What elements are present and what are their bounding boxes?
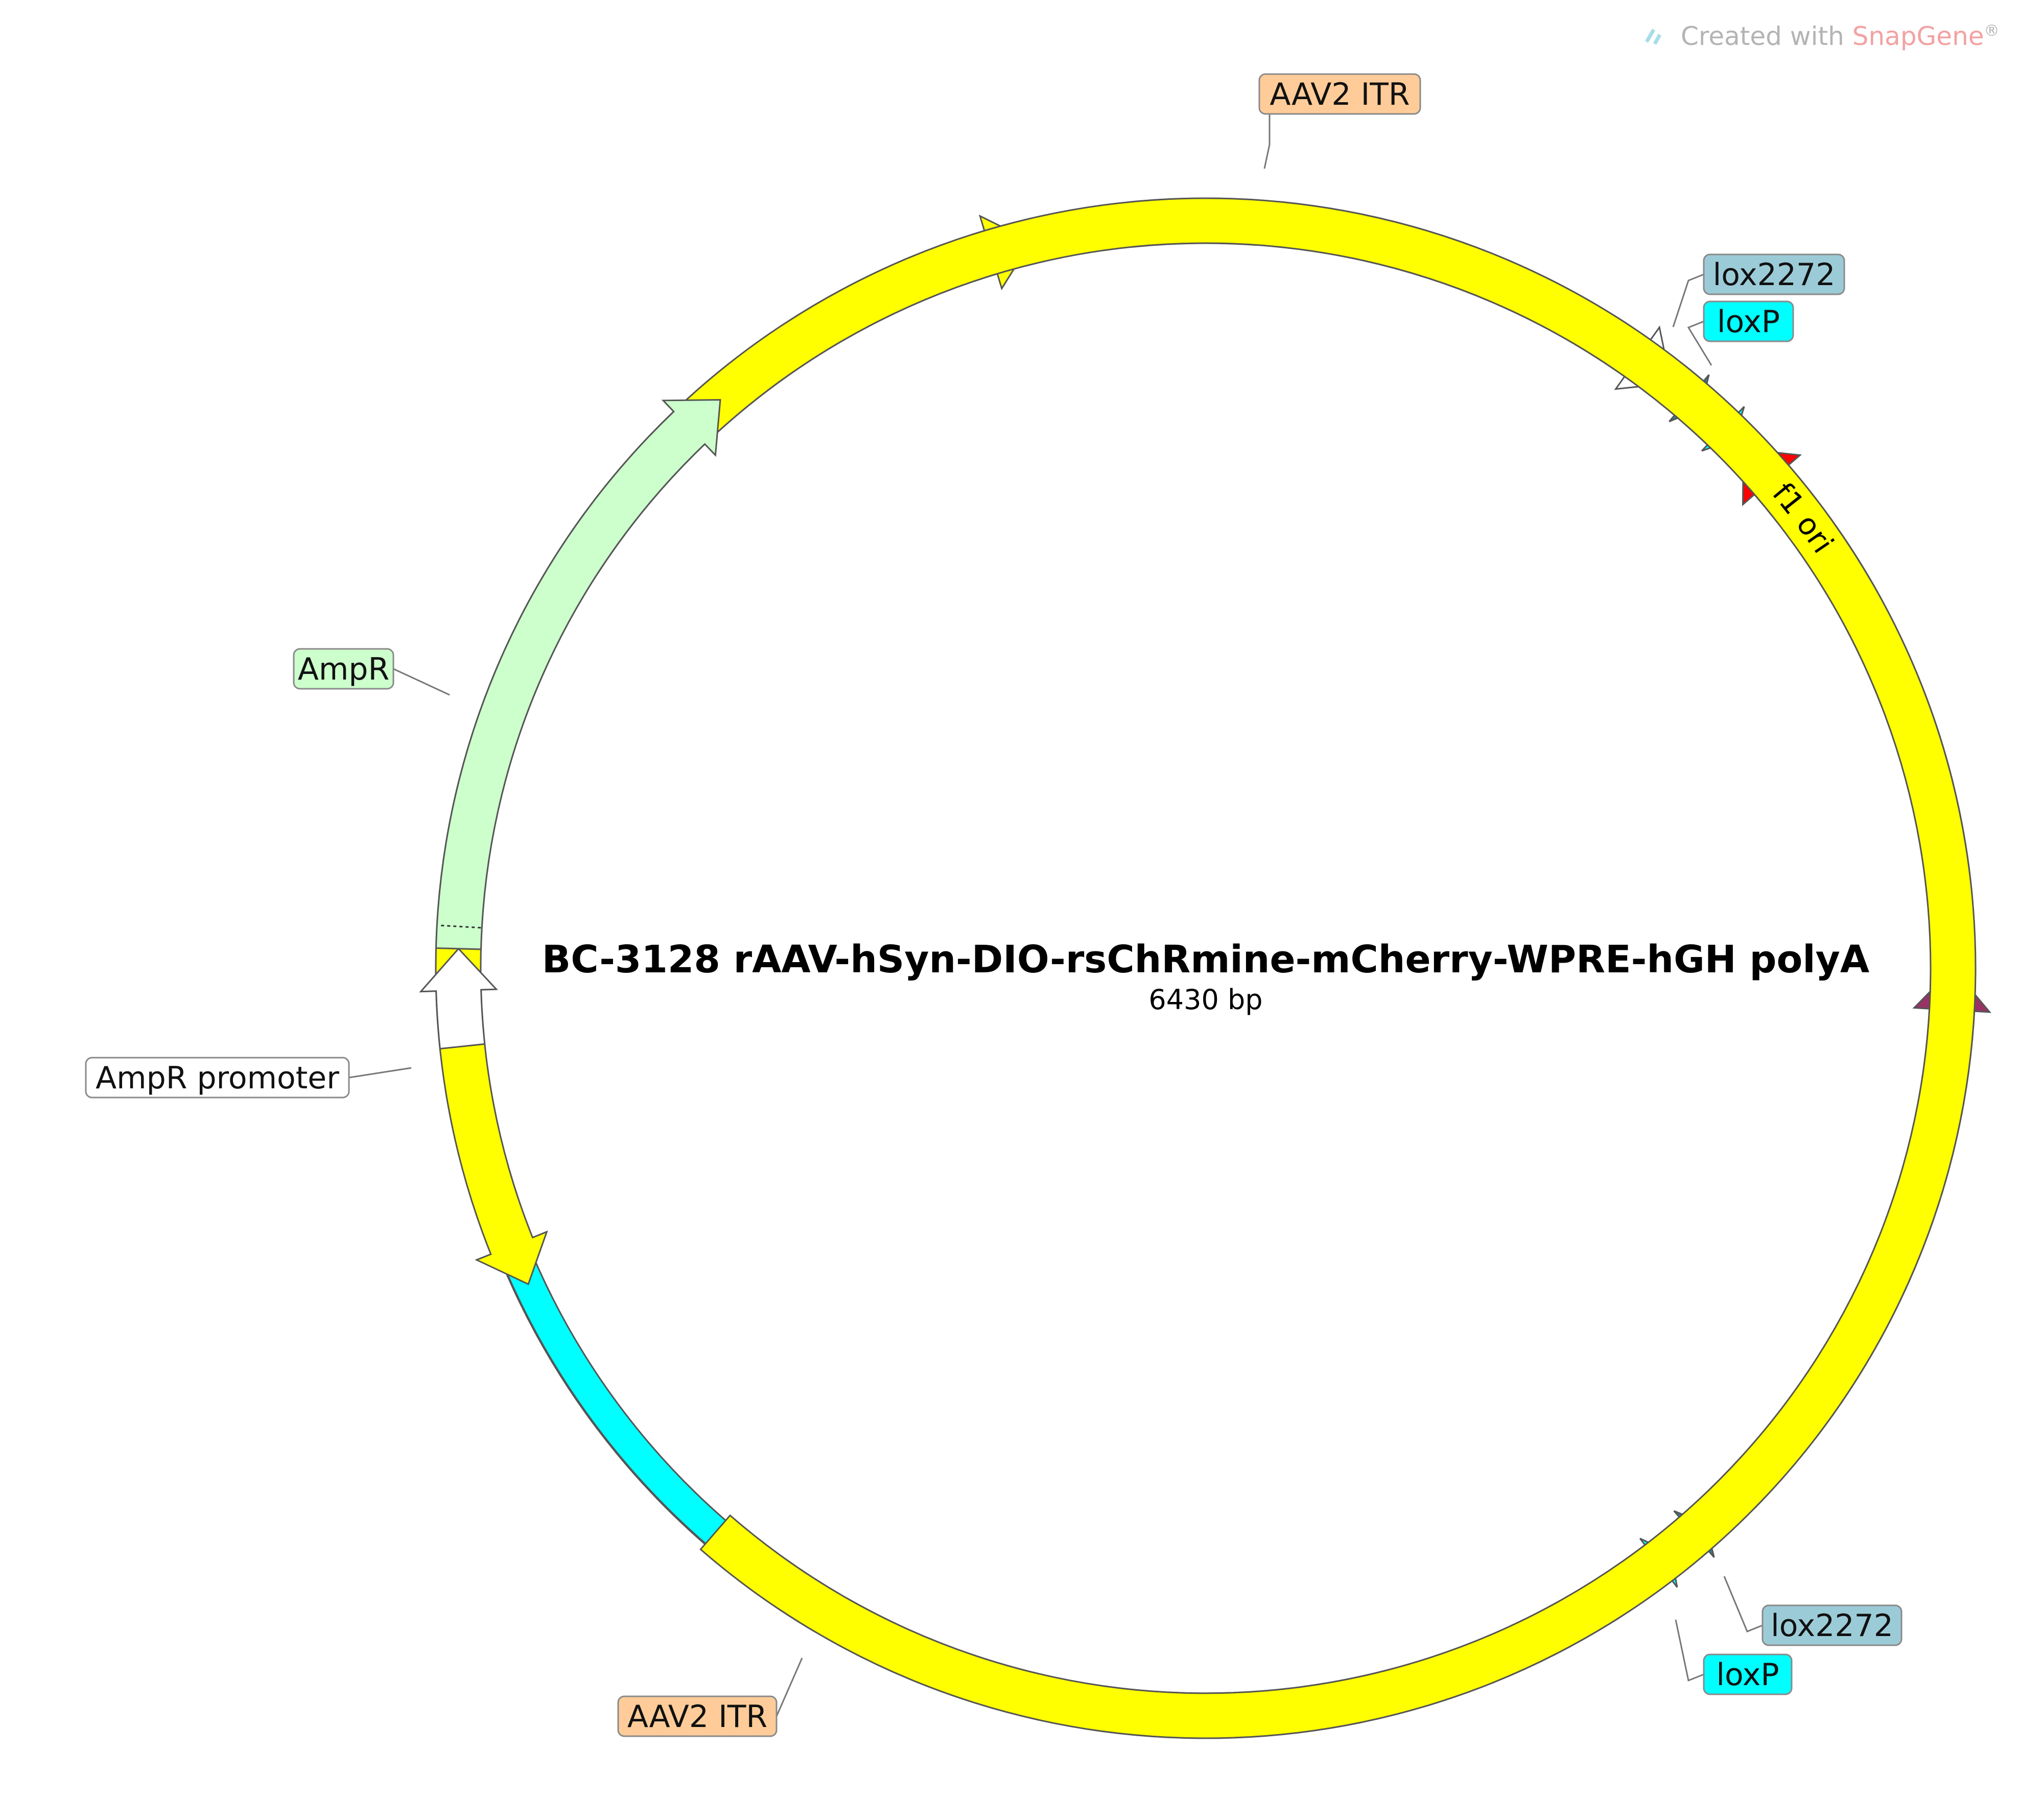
feature-labels: AAV2 ITR lox2272 loxP AmpR AmpR promoter lox2… [85, 73, 1902, 1737]
leader-line [1675, 1619, 1704, 1682]
feature-ampr[interactable] [435, 399, 721, 950]
ampr-dotted-marker [438, 924, 481, 929]
watermark-brand: SnapGene [1852, 21, 1984, 51]
watermark-prefix: Created with [1681, 21, 1852, 51]
f1ori-shape [435, 197, 1977, 1739]
lbl-loxp-top[interactable]: loxP [1703, 300, 1794, 342]
plasmid-length: 6430 bp [1148, 984, 1262, 1016]
label-box [1761, 1604, 1902, 1646]
ampr-promoter-shape [419, 947, 498, 1050]
leader-line [1263, 114, 1271, 169]
label-text: lox2272 [1713, 257, 1836, 293]
label-text: AmpR promoter [96, 1060, 339, 1096]
leader-line [348, 1067, 412, 1079]
svg-text:Created with SnapGene®: Created with SnapGene® [1681, 21, 2000, 51]
leader-lines [348, 114, 1763, 1717]
lbl-itr-bot[interactable]: AAV2 ITR [617, 1695, 778, 1737]
lbl-ampr[interactable]: AmpR [293, 648, 394, 690]
label-text: lox2272 [1771, 1608, 1893, 1644]
lbl-ampr-promoter[interactable]: AmpR promoter [85, 1057, 350, 1099]
label-box [1703, 1653, 1793, 1695]
label-box [1258, 73, 1421, 115]
feature-ampr-promoter[interactable] [419, 947, 498, 1050]
leader-line [1723, 1576, 1763, 1632]
label-box [617, 1695, 778, 1737]
plasmid-name: BC-3128 rAAV-hSyn-DIO-rsChRmine-mCherry-… [542, 938, 1869, 982]
label-text: loxP [1716, 1657, 1779, 1693]
label-text: loxP [1717, 304, 1780, 340]
watermark-suffix: ® [1984, 22, 2000, 40]
label-box [293, 648, 394, 690]
leader-line [1672, 273, 1704, 328]
leader-line [776, 1658, 803, 1717]
label-box [85, 1057, 350, 1099]
lbl-itr-top[interactable]: AAV2 ITR [1258, 73, 1421, 115]
label-text: AAV2 ITR [627, 1699, 767, 1735]
snapgene-logo-icon [1645, 29, 1661, 45]
label-text: AmpR [298, 651, 389, 687]
label-box [1703, 300, 1794, 342]
lbl-lox2272-top[interactable]: lox2272 [1703, 253, 1845, 295]
leader-line [393, 668, 450, 696]
label-box [1703, 253, 1845, 295]
lbl-loxp-bot[interactable]: loxP [1703, 1653, 1793, 1695]
lbl-lox2272-bot[interactable]: lox2272 [1761, 1604, 1902, 1646]
ampr-shape [435, 399, 721, 950]
leader-line [1687, 320, 1712, 366]
snapgene-watermark: Created with SnapGene® [1645, 21, 2000, 51]
label-text: AAV2 ITR [1270, 77, 1410, 112]
